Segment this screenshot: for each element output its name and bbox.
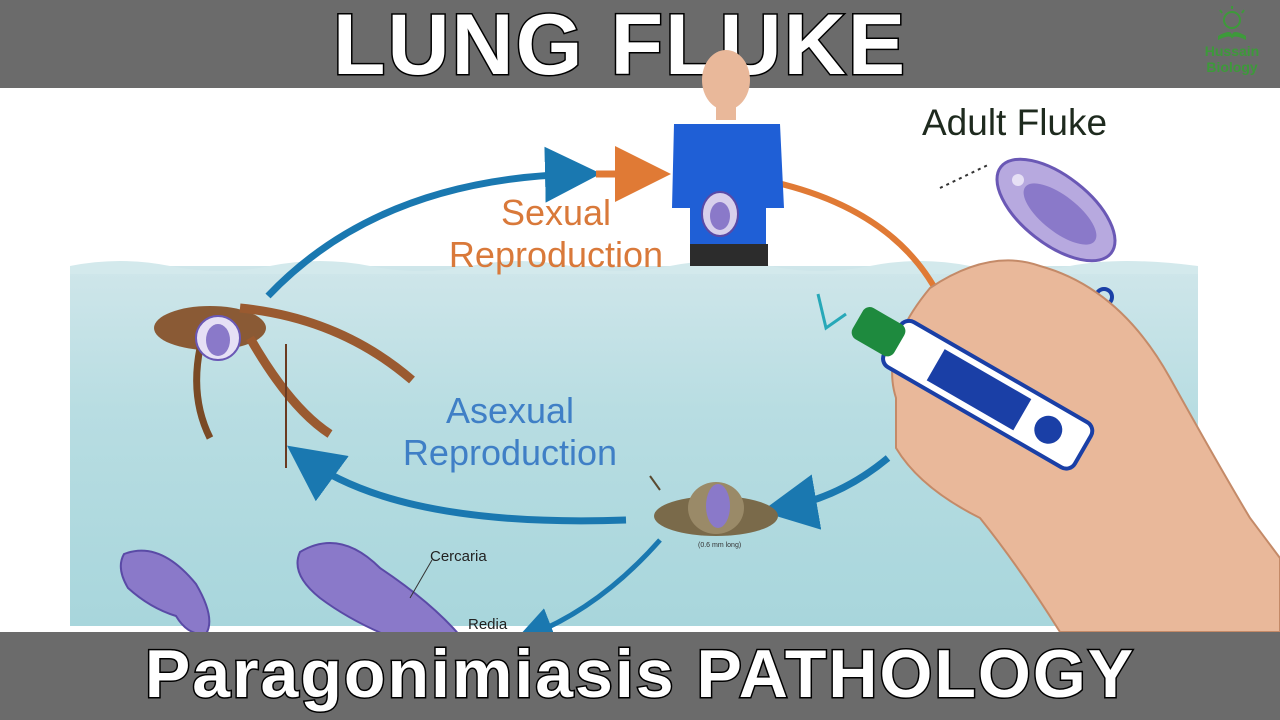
- diagram-graphics: [70, 50, 1280, 649]
- adult-fluke-label: Adult Fluke: [922, 102, 1108, 143]
- channel-logo: Hussain Biology: [1196, 6, 1268, 78]
- snail-host: [649, 475, 778, 536]
- asexual-label-line1: Asexual: [445, 390, 575, 431]
- page-title: LUNG FLUKE: [331, 0, 908, 95]
- marker-doodle: [816, 293, 847, 331]
- asexual-reproduction-label: Asexual Reproduction: [384, 390, 636, 474]
- redia-label: Redia: [468, 616, 508, 633]
- logo-line1: Hussain: [1204, 43, 1260, 59]
- arrow-human-to-water: [763, 177, 947, 308]
- sexual-label-line2: Reproduction: [448, 234, 664, 275]
- arrow-snail-to-crayfish: [287, 445, 627, 525]
- human-host: [672, 50, 784, 266]
- cercaria-shape: [119, 549, 211, 636]
- arrow-crayfish-to-human: [265, 146, 601, 299]
- top-title-bar: LUNG FLUKE Hussain Biology: [0, 0, 1280, 95]
- cercaria-label: Cercaria: [430, 548, 487, 565]
- video-subtitle: Paragonimiasis PATHOLOGY: [143, 635, 1136, 714]
- lightbulb-book-icon: [1218, 6, 1246, 40]
- arrow-to-snail: [761, 455, 891, 530]
- snail-size-label: (0.6 mm long): [698, 542, 742, 549]
- hand-with-marker: [851, 259, 1280, 633]
- arrow-snail-to-redia: [514, 538, 662, 646]
- life-cycle-diagram: Sexual Reproduction Asexual Reproduction…: [0, 50, 1280, 649]
- crayfish-host: [154, 303, 415, 468]
- sexual-label-line1: Sexual: [500, 192, 612, 233]
- logo-line2: Biology: [1206, 59, 1258, 75]
- asexual-label-line2: Reproduction: [402, 432, 618, 473]
- sexual-reproduction-label: Sexual Reproduction: [430, 192, 682, 276]
- bottom-title-bar: Paragonimiasis PATHOLOGY: [0, 632, 1280, 720]
